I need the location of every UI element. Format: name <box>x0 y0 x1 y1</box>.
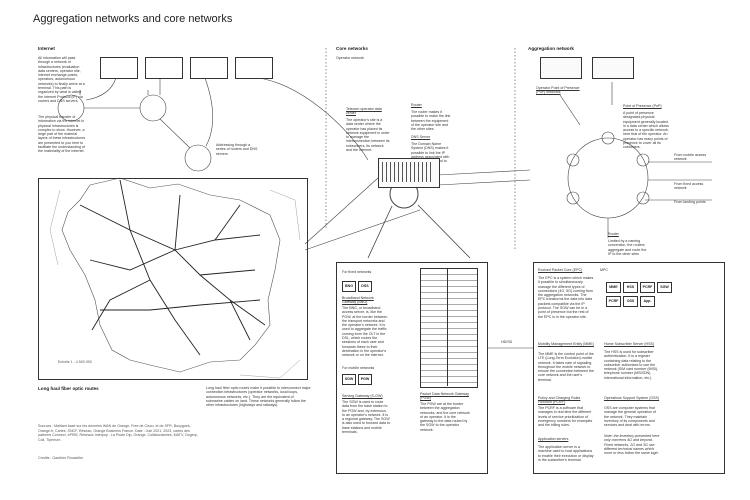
mpc-label: MPC <box>600 268 608 272</box>
dns-title: DNS Server <box>411 135 431 139</box>
sgw-title: Serving Gateway (S-GW) <box>342 394 383 398</box>
pcrf-text: The PCRF is a software that manages in r… <box>538 406 593 428</box>
map-frame <box>38 178 308 380</box>
mme-title: Mobility Management Entity (MME) <box>538 342 594 346</box>
map-heading: Long haul fiber optic routes <box>38 386 99 391</box>
hss-text: The HSS is used for subscriber authentic… <box>604 350 659 380</box>
pcrf-button[interactable]: PCRF <box>640 282 655 293</box>
bng-title: Broadband Network Gateway (BNG) <box>342 296 374 305</box>
core-subheading: Operator network <box>336 56 364 60</box>
sgw-text: The SGW is used to route data from the b… <box>342 400 390 435</box>
operator-site-rack-lines <box>382 162 434 182</box>
arrow-fixed-access: From fixed access network <box>674 182 704 191</box>
server-rack-1 <box>100 57 138 79</box>
sgw-button[interactable]: SGW <box>342 374 356 385</box>
hss-title: Home Subscriber Server (HSS) <box>604 342 655 346</box>
pgw-text: The PGW are at the border between the ag… <box>420 402 470 432</box>
datacenter-text: The operator's site is a data center whe… <box>346 118 390 153</box>
mme-text: The MME is the control point of the LTE … <box>538 352 594 382</box>
mobile-heading: For mobile networks <box>342 366 375 370</box>
pgw-button[interactable]: PGW <box>358 374 372 385</box>
map-credits: Credits : Gauthier Roussilhe <box>38 456 83 460</box>
fiber-routes <box>79 179 266 356</box>
pop-building-1 <box>540 57 582 79</box>
bng-text: The BNG, or broadband access server, is,… <box>342 306 388 358</box>
oss-title: Operations Support System (OSS) <box>604 396 660 400</box>
aggregation-router-text: Limited by a naming convention, the rout… <box>608 239 647 256</box>
pcrf-title: Policy and Charging Rules Function (PCRF… <box>538 396 581 405</box>
server-rack-4 <box>235 57 273 79</box>
pop-text: A point of presence designates physical … <box>623 111 669 150</box>
map-scale: Echelle 1 : 4 500 000 <box>58 360 92 364</box>
operator-pop-title: Operator Point of Presence (PoP) network… <box>536 86 580 95</box>
pcrf-second-button[interactable]: PCRF <box>606 296 621 307</box>
dss-button[interactable]: DSS <box>358 281 372 292</box>
pgw-title: Packet Data Network Gateway (PGW) <box>420 392 469 401</box>
hss-button[interactable]: HSS <box>623 282 638 293</box>
sgw-epc-button[interactable]: SGW <box>657 282 672 293</box>
map-sources: Sources : Maillard basé sur les données … <box>38 424 198 442</box>
epc-text: The EPC is a system which makes it possi… <box>538 276 594 319</box>
bng-button[interactable]: BNG <box>342 281 356 292</box>
server-rack-3 <box>190 57 228 79</box>
oss-text: OSS are computer systems that manage the… <box>604 406 656 428</box>
hd-sd-label: HD/SD <box>501 340 513 344</box>
pop-building-2 <box>592 57 634 79</box>
internet-heading: Internet <box>38 46 55 51</box>
core-router-title: Router <box>411 103 422 107</box>
core-router-text: The router makes it possible to make the… <box>411 110 451 132</box>
oss-button[interactable]: OSS <box>623 296 638 307</box>
app-title: Application servers <box>538 437 569 441</box>
france-map <box>61 177 281 373</box>
internet-paragraph-2: The physical transfer of information via… <box>38 115 86 154</box>
mme-button[interactable]: MME <box>606 282 621 293</box>
arrow-landing-points: From landing points <box>674 200 706 204</box>
aggregation-router-title: Router <box>608 232 619 236</box>
epc-note: Note: the inventory presented here only … <box>604 434 660 456</box>
routing-note: Addressing through a series of routers a… <box>216 143 258 156</box>
app-button[interactable]: App. <box>640 296 655 307</box>
pop-title: Point of Presence (PoP) <box>623 104 662 108</box>
datacenter-title: Telecom operator data center <box>346 107 382 116</box>
arrow-mobile-access: From mobile access network <box>674 153 707 162</box>
aggregation-heading: Aggregation network <box>528 46 574 51</box>
core-heading: Core networks <box>336 46 368 51</box>
rack-divider <box>447 268 448 386</box>
internet-paragraph-1: All information will pass through a netw… <box>38 56 85 103</box>
epc-heading: Evolved Packet Core (EPC) <box>538 268 583 272</box>
rack-cabinet-illustration <box>420 268 478 388</box>
app-text: The application server is a machine used… <box>538 445 594 462</box>
page-title: Aggregation networks and core networks <box>33 13 233 25</box>
map-description: Long haul fiber optic routes make it pos… <box>206 386 311 408</box>
fixed-heading: For fixed networks <box>342 270 372 274</box>
server-rack-2 <box>145 57 183 79</box>
